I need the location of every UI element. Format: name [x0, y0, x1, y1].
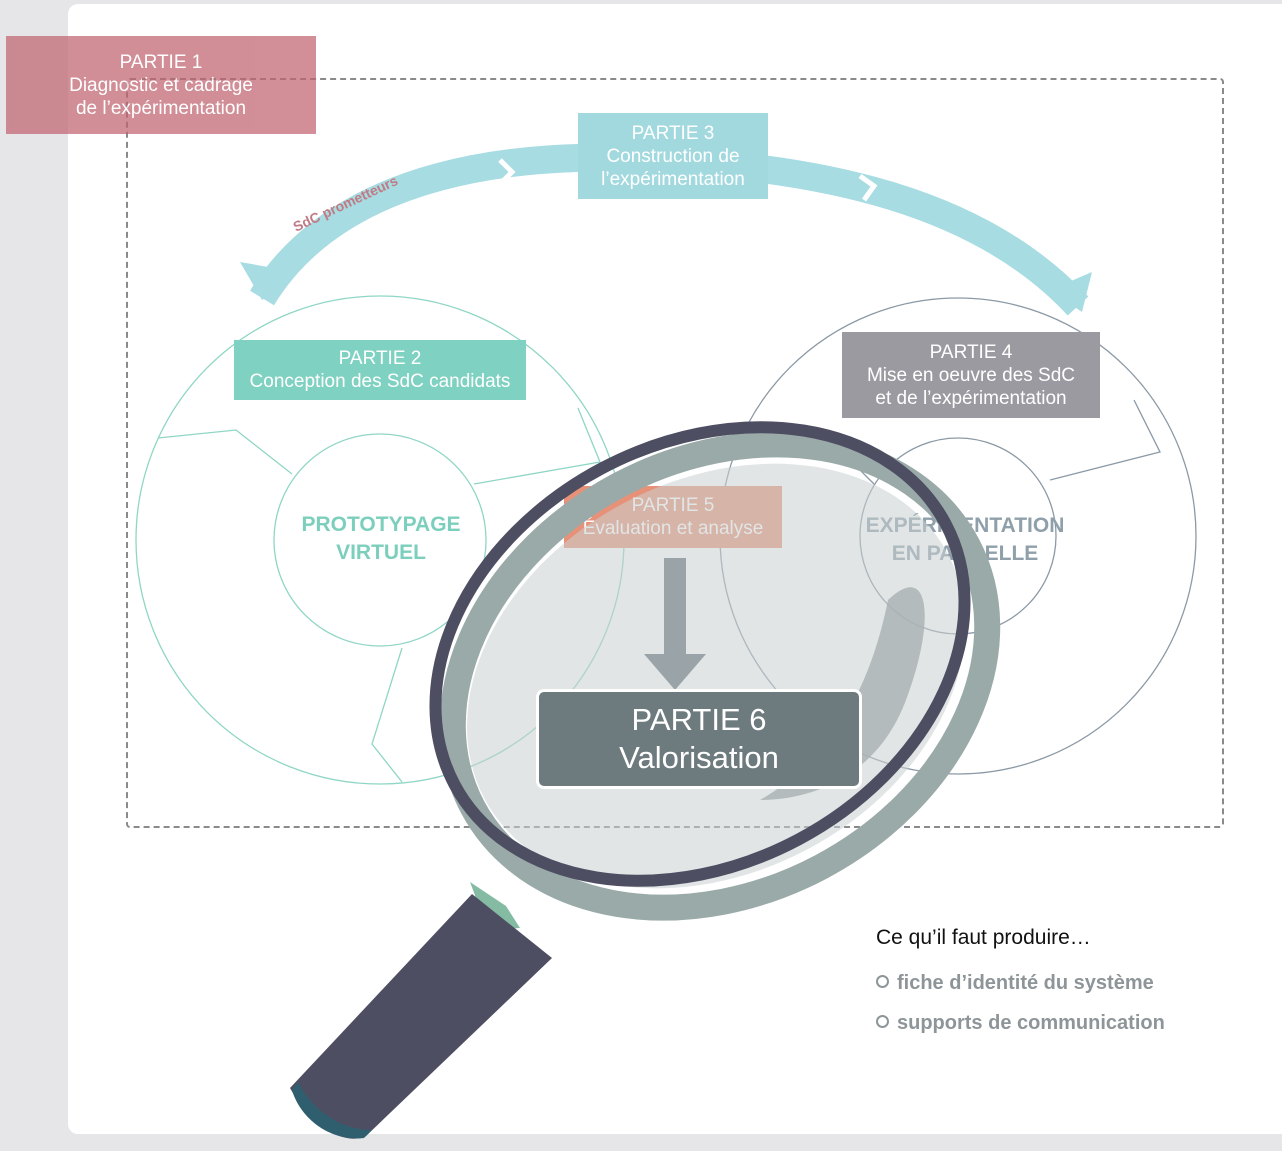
- partie-4-line2: et de l’expérimentation: [875, 387, 1067, 409]
- partie-2-line1: Conception des SdC candidats: [249, 371, 511, 392]
- experimentation-line2: EN PARCELLE: [891, 542, 1039, 565]
- partie-5-title: PARTIE 5: [631, 495, 715, 516]
- production-title: Ce qu’il faut produire…: [876, 926, 1091, 949]
- connector-arc-arrowhead: [240, 262, 296, 300]
- connector-arc-arrowhead: [1050, 272, 1092, 312]
- partie-5-box: PARTIE 5 Évaluation et analyse: [564, 486, 782, 548]
- partie-4-line1: Mise en oeuvre des SdC: [866, 364, 1076, 386]
- production-item-label: supports de communication: [897, 1012, 1165, 1034]
- partie-5-line1: Évaluation et analyse: [582, 518, 764, 539]
- prototypage-line1: PROTOTYPAGE: [301, 513, 461, 536]
- experimentation-line1: EXPÉRIMENTATION: [865, 514, 1065, 537]
- prototypage-label: PROTOTYPAGE VIRTUEL: [276, 511, 486, 567]
- partie-6-box: PARTIE 6 Valorisation: [536, 689, 862, 789]
- partie-2-title: PARTIE 2: [338, 348, 422, 369]
- bullet-circle-icon: [876, 1015, 889, 1029]
- partie-1-line2: de l’expérimentation: [75, 97, 247, 119]
- partie-3-line1: Construction de: [606, 145, 740, 167]
- experimentation-label: EXPÉRIMENTATION EN PARCELLE: [840, 512, 1090, 568]
- partie-1-box: PARTIE 1 Diagnostic et cadrage de l’expé…: [6, 36, 316, 134]
- production-item-label: fiche d’identité du système: [897, 972, 1154, 994]
- partie-1-title: PARTIE 1: [119, 51, 203, 73]
- partie-3-box: PARTIE 3 Construction de l’expérimentati…: [578, 113, 768, 199]
- bullet-circle-icon: [876, 975, 889, 989]
- production-item: supports de communication: [876, 1008, 1165, 1048]
- partie-4-title: PARTIE 4: [929, 341, 1013, 363]
- partie-6-line1: Valorisation: [619, 740, 779, 775]
- partie-3-line2: l’expérimentation: [601, 168, 745, 190]
- partie-1-line1: Diagnostic et cadrage: [69, 74, 253, 96]
- production-list: fiche d’identité du système supports de …: [876, 968, 1165, 1048]
- prototypage-line2: VIRTUEL: [336, 541, 426, 564]
- partie-3-title: PARTIE 3: [631, 122, 715, 144]
- partie-2-box: PARTIE 2 Conception des SdC candidats: [234, 340, 526, 400]
- production-item: fiche d’identité du système: [876, 968, 1165, 1008]
- partie-6-title: PARTIE 6: [631, 702, 767, 737]
- partie-4-box: PARTIE 4 Mise en oeuvre des SdC et de l’…: [842, 332, 1100, 418]
